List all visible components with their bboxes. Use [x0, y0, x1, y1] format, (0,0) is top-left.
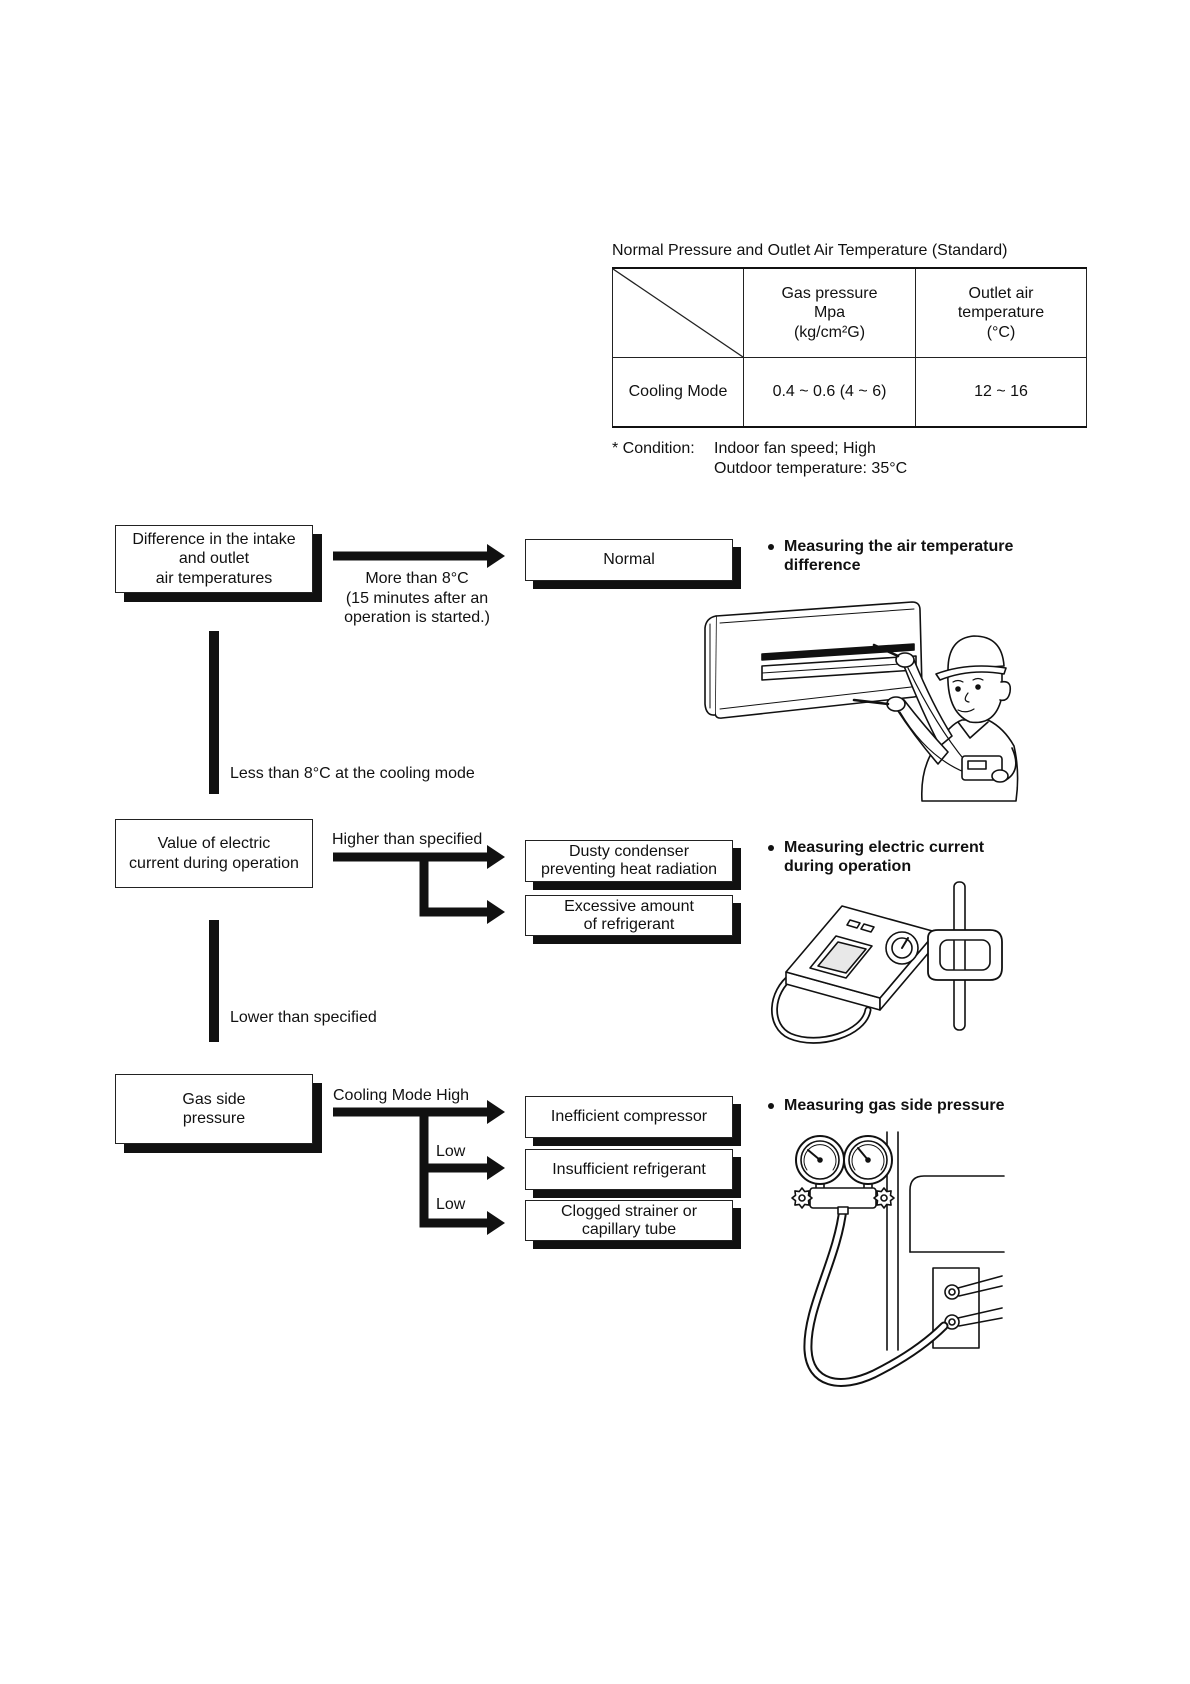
result-dusty-condenser-box: Dusty condenser preventing heat radiatio… — [525, 840, 733, 882]
lower-than-specified-label: Lower than specified — [230, 1009, 377, 1026]
check-temperature-difference-box: Difference in the intake and outlet air … — [115, 525, 313, 593]
manifold-knob-left — [791, 1187, 813, 1209]
table-header-row: Gas pressure Mpa (kg/cm²G) Outlet air te… — [612, 267, 1087, 358]
meter-button — [860, 923, 875, 933]
bullet-icon — [768, 544, 774, 550]
meter-display — [817, 941, 867, 974]
corner-diagonal — [613, 269, 743, 357]
thermometer-probe-lower — [852, 698, 890, 706]
measurement-note-text: Measuring electric current during operat… — [784, 839, 985, 875]
low-label-2: Low — [436, 1196, 466, 1213]
charging-hose — [803, 1203, 949, 1387]
cooling-mode-high-label: Cooling Mode High — [333, 1087, 470, 1104]
table-row: Cooling Mode 0.4 ~ 0.6 (4 ~ 6) 12 ~ 16 — [612, 357, 1087, 428]
arrow-to-clogged-strainer — [419, 1211, 505, 1235]
result-clogged-strainer-label: Clogged strainer or capillary tube — [560, 1202, 698, 1238]
branch-bar-step2 — [419, 852, 429, 917]
result-insufficient-refrigerant-label: Insufficient refrigerant — [552, 1160, 706, 1178]
meter-body — [785, 905, 937, 1011]
result-excessive-refrigerant-box: Excessive amount of refrigerant — [525, 895, 733, 936]
meter-strap — [771, 972, 872, 1044]
column-header-gas-pressure: Gas pressure Mpa (kg/cm²G) — [743, 267, 916, 358]
cell-outlet-temperature: 12 ~ 16 — [915, 357, 1087, 428]
service-valve-upper — [944, 1275, 1003, 1300]
result-excessive-refrigerant-label: Excessive amount of refrigerant — [564, 897, 694, 933]
result-normal-label: Normal — [603, 551, 655, 568]
low-label-1: Low — [436, 1143, 466, 1160]
pressure-gauge-right — [843, 1135, 893, 1185]
condition-text: Indoor fan speed; High Outdoor temperatu… — [714, 440, 908, 477]
outdoor-unit — [886, 1131, 1005, 1351]
meter-button — [846, 919, 861, 929]
result-insufficient-refrigerant-box: Insufficient refrigerant — [525, 1149, 733, 1190]
arrow-to-normal — [333, 544, 505, 568]
condition-label: * Condition: — [612, 440, 695, 457]
check-gas-side-pressure-box: Gas side pressure — [115, 1074, 313, 1144]
range-dial — [885, 931, 919, 965]
clamp-jaw — [927, 929, 1003, 981]
branch-bar-step3 — [419, 1107, 429, 1228]
air-temperature-measurement-illustration — [704, 601, 1019, 802]
table-corner-cell — [612, 267, 744, 358]
measurement-note-text: Measuring gas side pressure — [784, 1097, 1005, 1114]
thermometer-probe-upper — [872, 643, 900, 658]
table-title: Normal Pressure and Outlet Air Temperatu… — [612, 242, 1008, 259]
more-than-8c-label: More than 8°C (15 minutes after an opera… — [344, 570, 490, 626]
flow-bar-step2-to-step3 — [209, 920, 219, 1042]
manifold-knob-right — [873, 1187, 895, 1209]
manifold-block — [809, 1181, 877, 1215]
result-dusty-condenser-label: Dusty condenser preventing heat radiatio… — [540, 843, 718, 878]
result-inefficient-compressor-box: Inefficient compressor — [525, 1096, 733, 1138]
higher-than-specified-label: Higher than specified — [332, 831, 483, 848]
gauge-manifold-illustration — [791, 1131, 1005, 1387]
result-inefficient-compressor-label: Inefficient compressor — [550, 1108, 708, 1125]
flow-bar-step1-to-step2 — [209, 631, 219, 794]
check-electric-current-label: Value of electric current during operati… — [129, 835, 299, 872]
check-temperature-difference-label: Difference in the intake and outlet air … — [132, 530, 296, 587]
column-header-outlet-air-temperature: Outlet air temperature (°C) — [915, 267, 1087, 358]
bullet-icon — [768, 1103, 774, 1109]
result-normal-box: Normal — [525, 539, 733, 581]
pressure-gauge-left — [795, 1135, 845, 1185]
arrow-to-excessive-refrigerant — [419, 900, 505, 924]
cell-gas-pressure: 0.4 ~ 0.6 (4 ~ 6) — [743, 357, 916, 428]
check-electric-current-box: Value of electric current during operati… — [115, 819, 313, 888]
check-gas-side-pressure-label: Gas side pressure — [182, 1090, 246, 1128]
less-than-8c-label: Less than 8°C at the cooling mode — [230, 765, 475, 782]
clamp-meter-illustration — [771, 881, 1003, 1044]
row-label-mode: Cooling Mode — [612, 357, 744, 428]
result-clogged-strainer-box: Clogged strainer or capillary tube — [525, 1200, 733, 1241]
technician — [852, 635, 1019, 802]
bullet-icon — [768, 845, 774, 851]
measurement-note-text: Measuring the air temperature difference — [784, 538, 1014, 574]
indoor-unit — [704, 601, 923, 719]
standard-pressure-table: Gas pressure Mpa (kg/cm²G) Outlet air te… — [612, 267, 1087, 428]
